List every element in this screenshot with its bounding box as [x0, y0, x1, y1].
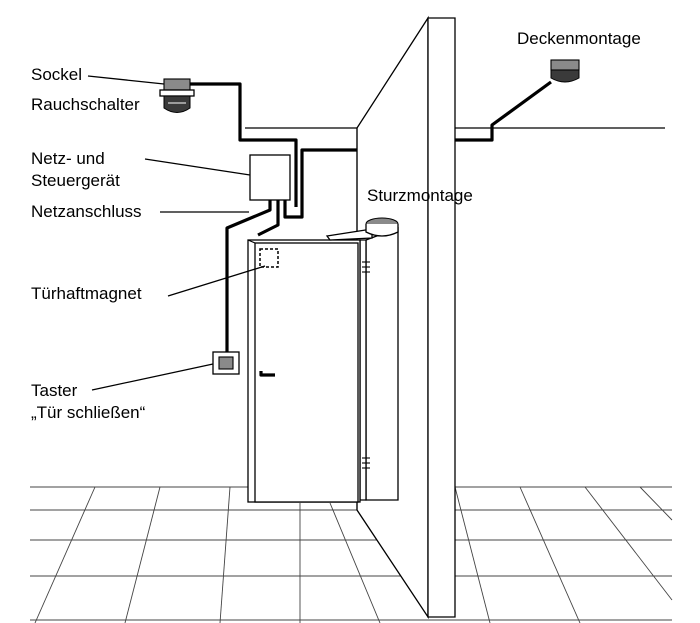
label-netz-und: Netz- und: [31, 149, 105, 168]
label-sturzmontage: Sturzmontage: [367, 186, 473, 205]
label-tuerhaftmagnet: Türhaftmagnet: [31, 284, 142, 303]
leader-lines: [87, 75, 266, 391]
label-taster: Taster: [31, 381, 78, 400]
door-handle-icon: [259, 371, 275, 377]
smoke-switch-icon: [159, 78, 195, 113]
ceiling-smoke-detector-icon: [550, 59, 580, 83]
door-frame-jamb: [359, 227, 399, 501]
lintel-smoke-detector-icon: [325, 217, 399, 241]
label-steuergeraet: Steuergerät: [31, 171, 120, 190]
push-button-icon: [212, 351, 240, 375]
label-rauchschalter: Rauchschalter: [31, 95, 140, 114]
label-deckenmontage: Deckenmontage: [517, 29, 641, 48]
control-unit-box: [249, 154, 291, 201]
floor-grid: [30, 486, 673, 623]
door-magnet-icon: [259, 248, 279, 268]
label-sockel: Sockel: [31, 65, 83, 84]
label-tuer-schliessen: „Tür schließen“: [31, 403, 146, 422]
wiring: [190, 80, 552, 352]
label-netzanschluss: Netzanschluss: [31, 202, 142, 221]
door: [247, 239, 361, 503]
